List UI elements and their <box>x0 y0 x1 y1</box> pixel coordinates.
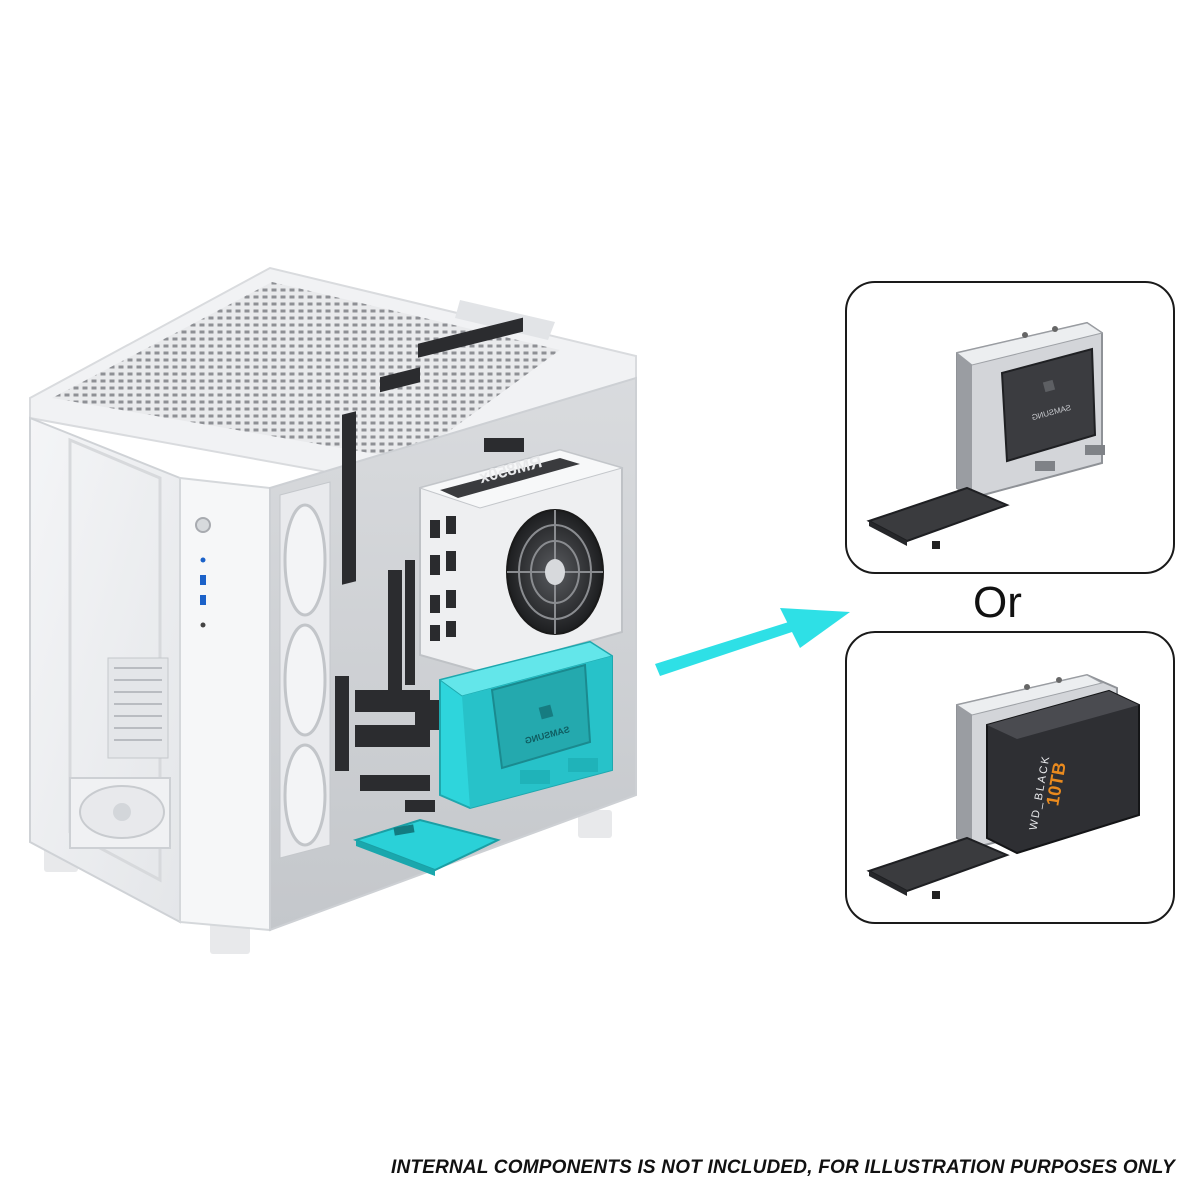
pc-case: RM850x SAMSUNG <box>29 266 637 954</box>
side-radiator-fins <box>114 667 162 741</box>
loose-ssd <box>866 836 1010 893</box>
case-foot <box>578 810 612 838</box>
ssd-on-bracket <box>1000 347 1097 463</box>
loose-ssd <box>866 486 1010 543</box>
power-supply: RM850x <box>418 448 624 674</box>
option-panel-hdd: WD_BLACK 10TB <box>845 631 1175 924</box>
audio-jack-icon <box>200 622 206 628</box>
front-fan-icon <box>283 623 327 737</box>
power-button-icon <box>195 517 211 533</box>
front-fan-icon <box>283 503 327 617</box>
arrow-icon <box>655 608 850 676</box>
front-fan-column <box>279 481 331 859</box>
psu-modular-ports <box>430 516 456 641</box>
case-foot <box>210 920 250 954</box>
usb-port-icon <box>200 595 206 605</box>
or-label: Or <box>973 578 1022 627</box>
led-indicator-icon <box>200 557 206 563</box>
option-ssd-illustration: SAMSUNG <box>866 321 1105 549</box>
left-inner-frame <box>68 437 162 883</box>
front-pillar <box>179 476 271 932</box>
usb-port-icon <box>200 575 206 585</box>
option-panel-ssd: SAMSUNG <box>845 281 1175 574</box>
front-fan-icon <box>283 743 327 847</box>
disclaimer-text: INTERNAL COMPONENTS IS NOT INCLUDED, FOR… <box>391 1157 1175 1178</box>
top-mesh-grille <box>52 282 560 460</box>
option-hdd-illustration: WD_BLACK 10TB <box>866 673 1140 899</box>
side-radiator <box>107 657 169 759</box>
top-rear-lip <box>455 300 555 340</box>
highlighted-drive-bracket: SAMSUNG <box>438 640 614 810</box>
motherboard-components <box>335 317 524 812</box>
highlighted-loose-ssd <box>352 818 501 876</box>
